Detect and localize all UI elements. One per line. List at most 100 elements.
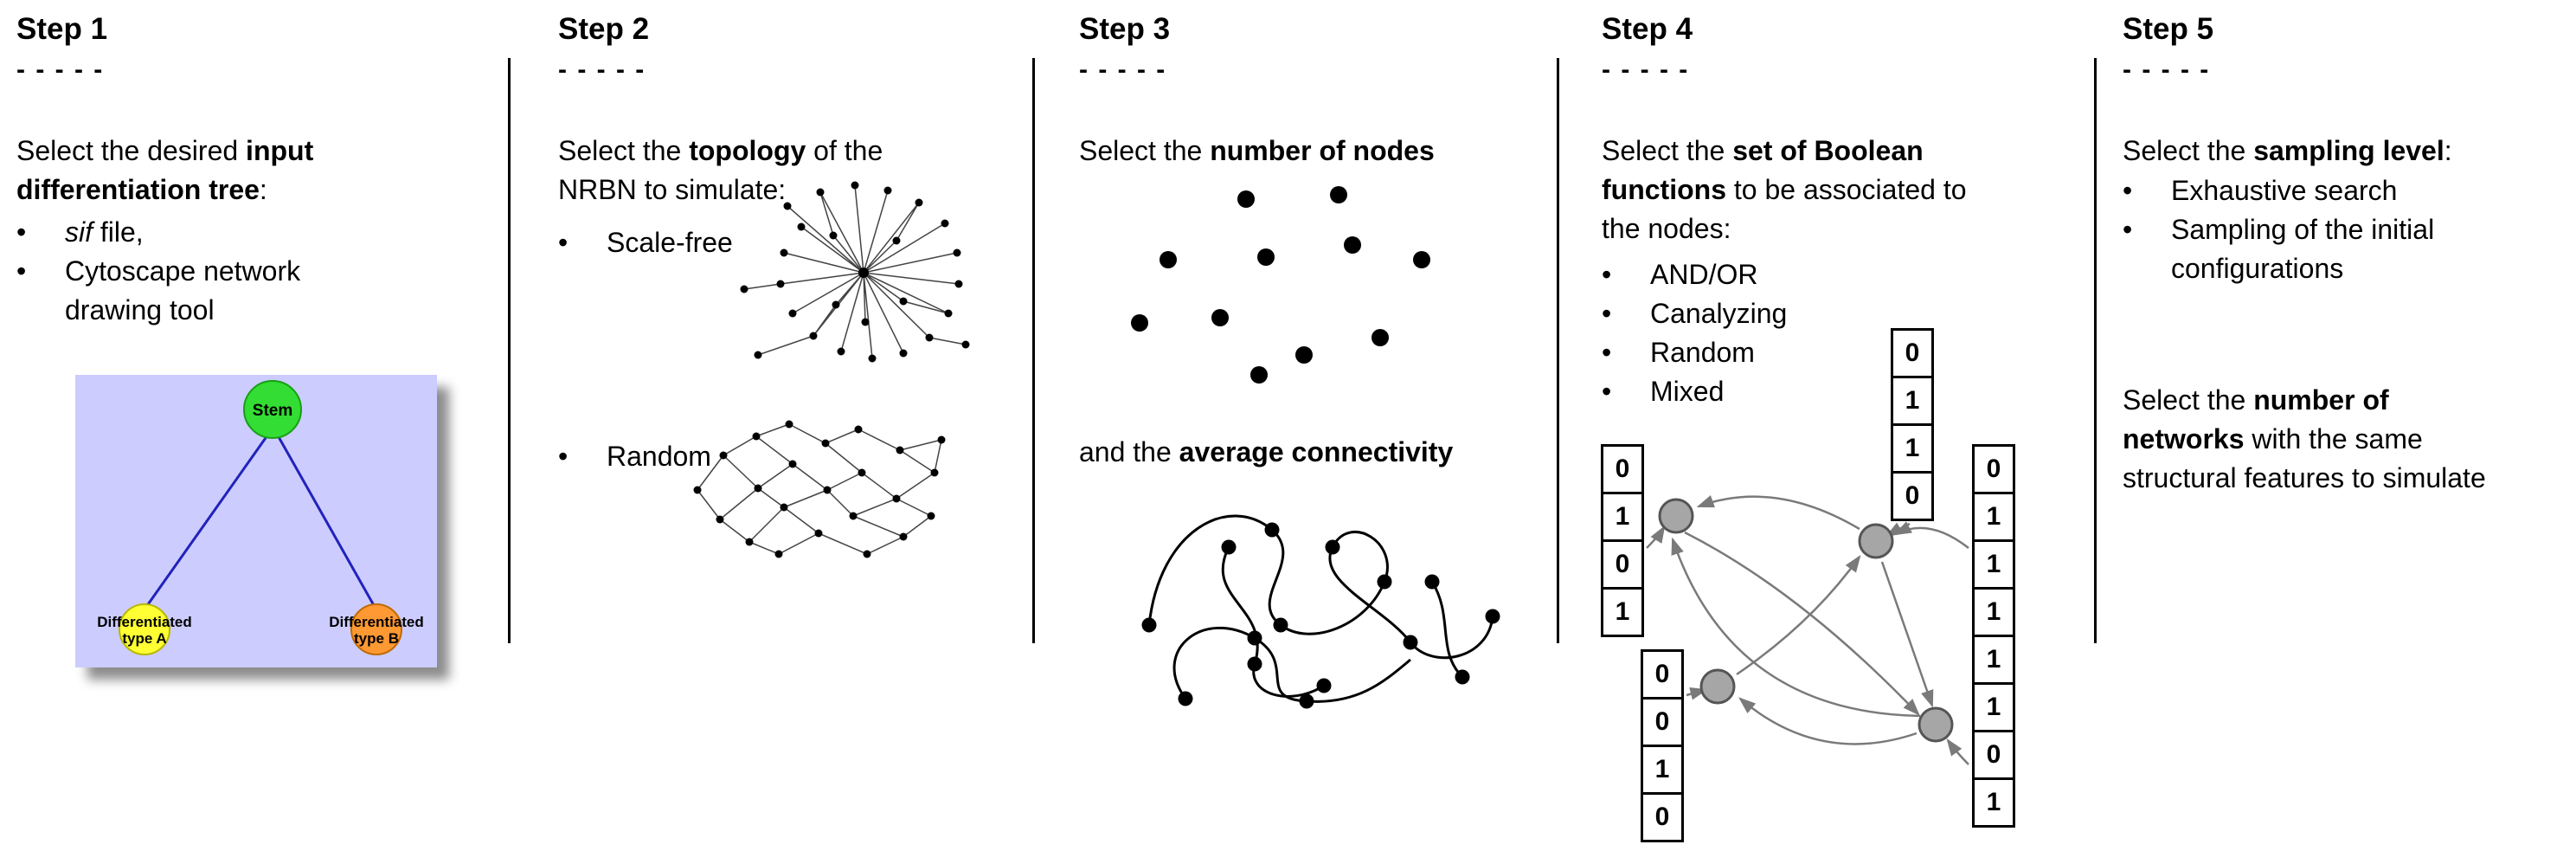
truth-table-cell: 0 [1972,730,2015,780]
step1-dashes: - - - - - [16,55,105,84]
bullet-text: Mixed [1650,376,1725,407]
column-divider-2 [1032,58,1035,643]
type-a-label-line2: type A [122,630,166,647]
truth-table-cell: 0 [1972,444,2015,494]
scale-free-network-graphic [734,173,976,390]
boolean-node-c [1699,668,1736,705]
step2-dashes: - - - - - [558,55,646,84]
step5-intro: Select the sampling level: [2123,135,2452,166]
type-b-node [350,603,402,655]
boolean-node-a [1658,498,1694,534]
truth-table-cell: 0 [1641,792,1684,842]
truth-table-cell: 1 [1972,492,2015,542]
bullet-marker: • [558,227,569,258]
truth-table-cell: 0 [1641,697,1684,747]
column-divider-1 [508,58,511,643]
step5-dashes: - - - - - [2123,55,2211,84]
bullet-item-random-fn: • Random [1602,333,1787,372]
bullet-item-sif-file: • sif file, [16,213,300,252]
connectivity-nodes [1141,522,1500,709]
step3-title: Step 3 [1079,12,1171,46]
bullet-marker: • [558,441,569,472]
node-dots [1131,186,1430,384]
step4-title: Step 4 [1602,12,1693,46]
truth-table-cell: 0 [1601,444,1644,494]
truth-table-cell: 1 [1972,777,2015,828]
random-edges [697,423,942,555]
truth-table-cell: 1 [1972,587,2015,637]
column-divider-3 [1557,58,1559,643]
scale-free-nodes [740,181,970,363]
tree-edge-left [145,435,269,608]
step4-bullet-list: • AND/OR • Canalyzing • Random • Mixed [1602,255,1787,411]
bullet-marker: • [2123,214,2133,245]
bullet-item-random: • Random [558,437,711,476]
step3-line1: Select the number of nodes [1079,135,1435,166]
boolean-network-nodes [1658,498,1954,743]
truth-table-cell: 1 [1891,423,1934,474]
bullet-text: Random [1650,337,1755,368]
bullet-item-canalyzing: • Canalyzing [1602,294,1787,333]
truth-table-cell: 1 [1601,587,1644,637]
bullet-marker: • [16,216,27,248]
bullet-text: Canalyzing [1650,298,1788,329]
truth-table-cell: 0 [1601,539,1644,590]
tree-edge-right [276,435,376,608]
truth-table-cell: 0 [1891,471,1934,521]
bullet-text: Random [607,441,711,472]
truth-table-cell: 1 [1972,635,2015,685]
bullet-item-scale-free: • Scale-free [558,223,733,262]
type-a-node [119,603,170,655]
bullet-marker: • [16,255,27,287]
step2-title: Step 2 [558,12,650,46]
truth-table-cell: 1 [1972,539,2015,590]
step5-bullet-list: • Exhaustive search • Sampling of the in… [2123,171,2434,288]
scale-free-edges [743,184,967,359]
type-b-label-line2: type B [354,630,399,647]
step3-dashes: - - - - - [1079,55,1167,84]
bullet-marker: • [1602,337,1612,368]
step4-dashes: - - - - - [1602,55,1690,84]
bullet-text: AND/OR [1650,259,1758,290]
nodes-dots-graphic [1121,177,1501,394]
boolean-network-graphic [1602,418,2086,851]
bullet-marker: • [1602,376,1612,407]
connectivity-edges [1147,514,1494,703]
differentiation-tree-image: Stem Differentiated type A Differentiate… [75,375,437,667]
bullet-text: sif file, [65,216,144,248]
column-divider-4 [2094,58,2097,643]
bullet-marker: • [1602,259,1612,290]
truth-table-cell: 1 [1972,682,2015,732]
bullet-marker: • [2123,175,2133,206]
boolean-network-arrows [1646,494,1969,765]
truth-table-cell: 0 [1641,649,1684,699]
bullet-item-and-or: • AND/OR [1602,255,1787,294]
connectivity-network-graphic [1125,478,1514,729]
bullet-item-mixed: • Mixed [1602,372,1787,411]
truth-table-cell: 0 [1891,328,1934,378]
differentiation-tree-graphic: Stem Differentiated type A Differentiate… [75,375,437,667]
truth-table-cell: 1 [1891,376,1934,426]
bullet-text: Exhaustive search [2171,175,2398,206]
step3-line2: and the average connectivity [1079,436,1454,467]
stem-node [243,380,302,439]
random-network-graphic [682,405,959,587]
bullet-item-exhaustive: • Exhaustive search [2123,171,2434,210]
bullet-text: Scale-free [607,227,733,258]
truth-table-cell: 1 [1641,745,1684,795]
boolean-node-d [1918,706,1954,743]
